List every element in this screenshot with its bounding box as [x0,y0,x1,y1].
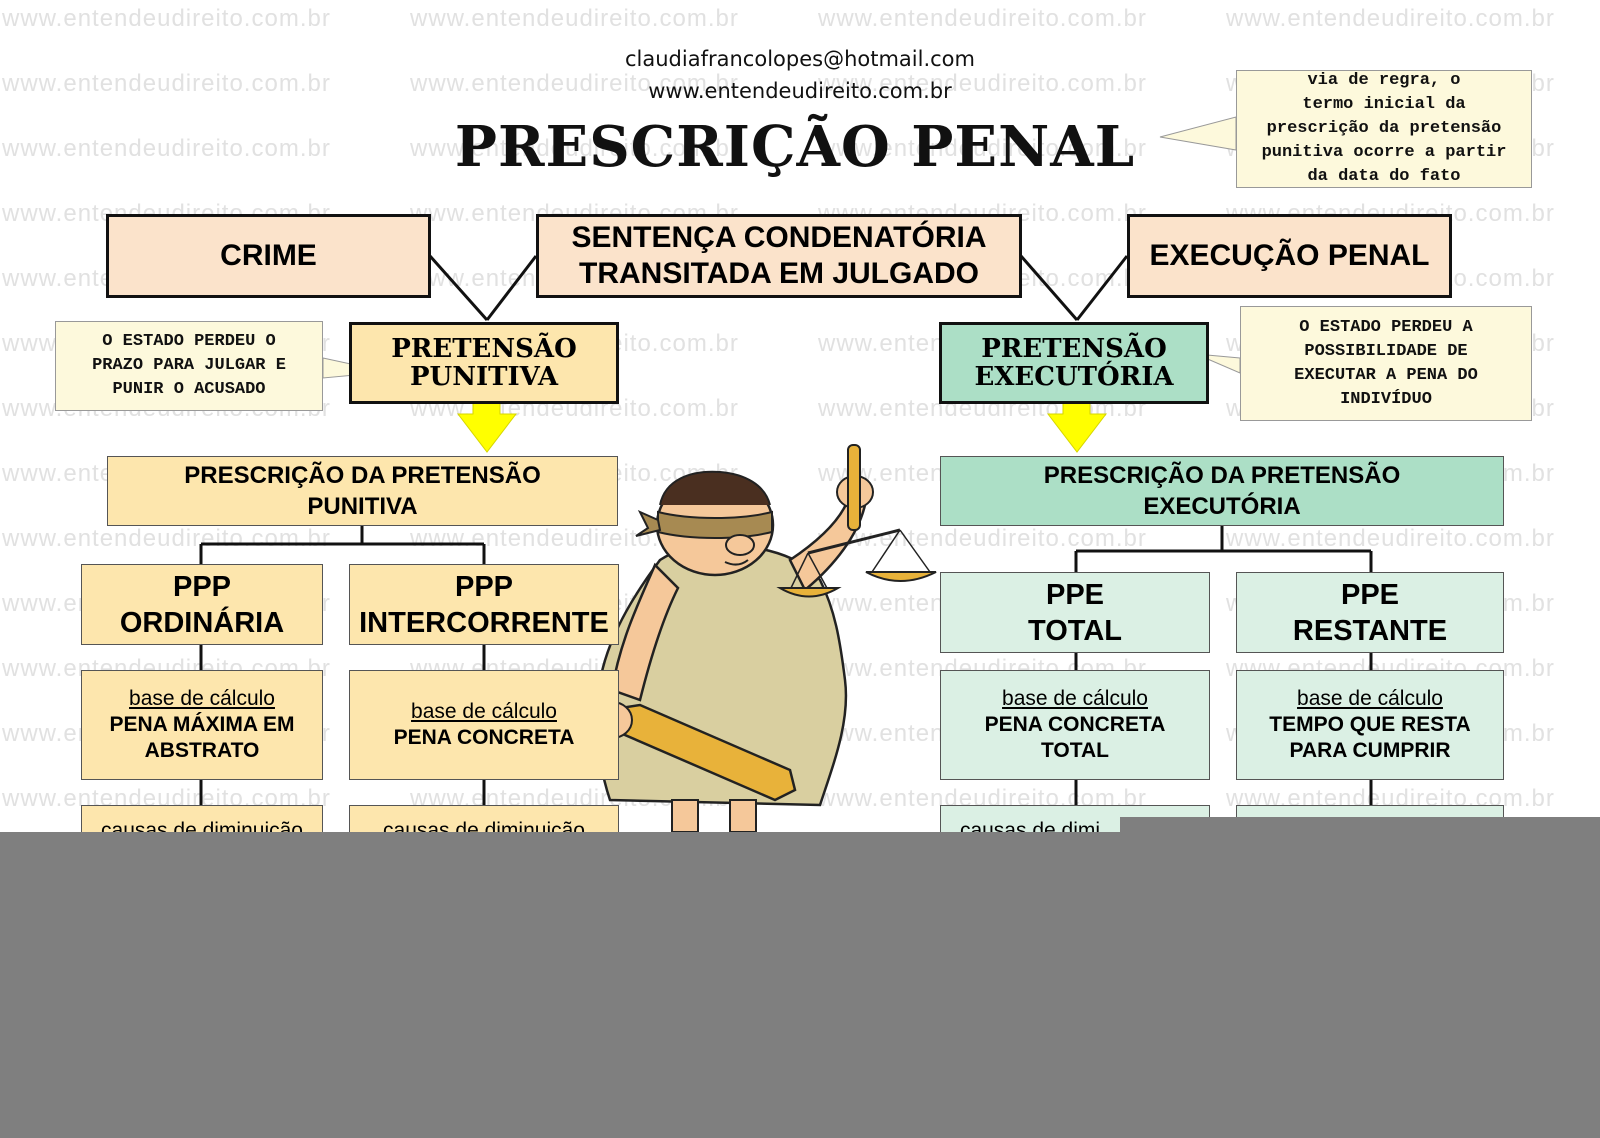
ppp-intercorrente-line-2: INTERCORRENTE [359,606,609,639]
watermark-text: www.entendeudireito.com.br [410,70,739,97]
note-executoria-line-2: POSSIBILIDADE DE [1304,341,1468,361]
box-execucao-label: EXECUÇÃO PENAL [1149,239,1430,272]
ppp-ordinaria-line-2: ORDINÁRIA [119,606,285,639]
diagram-lines [199,116,1373,832]
base-label-ordinaria: base de cálculo [129,687,275,710]
watermark-text: www.entendeudireito.com.br [2,5,331,32]
site-url: www.entendeudireito.com.br [648,79,952,103]
note-executoria-line-1: O ESTADO PERDEU A [1299,317,1473,337]
watermark-text: www.entendeudireito.com.br [410,5,739,32]
box-ppp-ordinaria: PPP ORDINÁRIA [81,564,323,645]
prescricao-executoria-line-2: EXECUTÓRIA [1143,493,1301,520]
pretensao-executoria-line-1: PRETENSÃO [981,334,1167,364]
base-value-ppe-total-line-1: PENA CONCRETA [984,713,1166,736]
connector-execucao-pretensao [1075,255,1129,321]
ppe-total-line-1: PPE [1045,578,1105,611]
watermark-text: www.entendeudireito.com.br [2,135,331,162]
note-punitiva: O ESTADO PERDEU O PRAZO PARA JULGAR E PUNI… [55,321,323,411]
base-label-intercorrente: base de cálculo [411,700,557,723]
watermark-text: www.entendeudireito.com.br [818,135,1147,162]
author-email: claudiafrancolopes@hotmail.com [625,47,975,71]
box-base-ppe-total: base de cálculo PENA CONCRETA TOTAL [940,670,1210,780]
box-base-ppp-ordinaria: base de cálculo PENA MÁXIMA EM ABSTRATO [81,670,323,780]
note-termo-inicial-line-2: termo inicial da [1302,95,1466,114]
ppe-restante-line-2: RESTANTE [1292,614,1448,647]
base-value-ordinaria-line-1: PENA MÁXIMA EM [109,713,295,736]
grey-overlay-bottom [0,832,1600,1138]
base-value-ppe-restante-line-1: TEMPO QUE RESTA [1269,713,1471,736]
connector-crime-pretensao [428,255,489,321]
watermark-text: www.entendeudireito.com.br [410,135,739,162]
note-termo-inicial: via de regra, o termo inicial da prescriçã… [1236,70,1532,188]
box-ppe-total: PPE TOTAL [940,572,1210,653]
box-causas-ordinaria: causas de diminuição [81,805,323,832]
justice-figure-illustration [577,444,937,832]
note-punitiva-line-2: PRAZO PARA JULGAR E [92,356,286,375]
base-value-ordinaria-line-2: ABSTRATO [144,739,260,762]
note-pointer-title [1159,116,1237,151]
watermark-text: www.entendeudireito.com.br [818,70,1147,97]
pretensao-executoria-line-2: EXECUTÓRIA [974,362,1174,392]
watermark-text: www.entendeudireito.com.br [818,5,1147,32]
base-value-ppe-total-line-2: TOTAL [1040,739,1110,762]
note-punitiva-line-3: PUNIR O ACUSADO [112,380,266,399]
base-label-ppe-restante: base de cálculo [1297,687,1443,710]
note-punitiva-line-1: O ESTADO PERDEU O [102,332,276,351]
pretensao-punitiva-line-2: PUNITIVA [410,362,558,392]
box-crime: CRIME [106,214,431,298]
watermark-text: www.entendeudireito.com.br [2,525,331,552]
ppe-restante-line-1: PPE [1340,578,1400,611]
note-executoria-line-3: EXECUTAR A PENA DO [1294,365,1478,385]
note-termo-inicial-line-3: prescrição da pretensão [1266,119,1502,138]
note-termo-inicial-line-4: punitiva ocorre a partir [1261,143,1507,162]
base-value-intercorrente-line-1: PENA CONCRETA [393,726,575,749]
connector-sentenca-pretensao-executoria [1019,255,1079,321]
watermark-text: www.entendeudireito.com.br [1226,5,1555,32]
grey-overlay-notch [1120,817,1600,833]
note-termo-inicial-line-1: via de regra, o [1307,71,1461,90]
box-ppp-intercorrente: PPP INTERCORRENTE [349,564,619,645]
note-executoria: O ESTADO PERDEU A POSSIBILIDADE DE EXECUTA… [1240,306,1532,421]
box-sentenca: SENTENÇA CONDENATÓRIA TRANSITADA EM JULG… [536,214,1022,298]
prescricao-punitiva-line-2: PUNITIVA [307,493,418,520]
box-base-ppp-intercorrente: base de cálculo PENA CONCRETA [349,670,619,780]
ppp-intercorrente-line-1: PPP [454,570,514,603]
note-punitiva-text: O ESTADO PERDEU O PRAZO PARA JULGAR E PUNI… [92,330,286,402]
base-value-ppe-restante-line-2: PARA CUMPRIR [1289,739,1451,762]
causas-ppe-total-label: causas de dimi [959,819,1101,832]
box-ppe-restante: PPE RESTANTE [1236,572,1504,653]
box-prescricao-executoria: PRESCRIÇÃO DA PRETENSÃO EXECUTÓRIA [940,456,1504,526]
ppe-total-line-2: TOTAL [1028,614,1122,647]
box-base-ppe-restante: base de cálculo TEMPO QUE RESTA PARA CUM… [1236,670,1504,780]
box-crime-label: CRIME [220,239,317,272]
watermark-text: www.entendeudireito.com.br [818,525,1147,552]
note-executoria-text: O ESTADO PERDEU A POSSIBILIDADE DE EXECUTA… [1294,316,1478,412]
prescricao-executoria-line-1: PRESCRIÇÃO DA PRETENSÃO [1043,462,1401,489]
box-sentenca-line-2: TRANSITADA EM JULGADO [579,257,979,290]
ppp-ordinaria-line-1: PPP [172,570,232,603]
watermark-text: www.entendeudireito.com.br [2,70,331,97]
note-termo-inicial-text: via de regra, o termo inicial da prescriçã… [1262,69,1507,189]
page-title: PRESCRIÇÃO PENAL [454,114,1136,180]
pretensao-punitiva-line-1: PRETENSÃO [391,334,577,364]
connector-sentenca-pretensao-punitiva [485,255,538,321]
box-prescricao-punitiva: PRESCRIÇÃO DA PRETENSÃO PUNITIVA [107,456,618,526]
box-sentenca-line-1: SENTENÇA CONDENATÓRIA [571,221,987,254]
prescricao-punitiva-line-1: PRESCRIÇÃO DA PRETENSÃO [184,462,541,489]
box-pretensao-executoria: PRETENSÃO EXECUTÓRIA [939,322,1209,404]
causas-ordinaria-label: causas de diminuição [101,819,303,832]
box-causas-intercorrente: causas de diminuição [349,805,619,832]
box-execucao: EXECUÇÃO PENAL [1127,214,1452,298]
note-termo-inicial-line-5: da data do fato [1307,167,1461,186]
base-label-ppe-total: base de cálculo [1002,687,1148,710]
causas-intercorrente-label: causas de diminuição [383,819,585,832]
box-pretensao-punitiva: PRETENSÃO PUNITIVA [349,322,619,404]
watermark-text: www.entendeudireito.com.br [1226,525,1555,552]
note-executoria-line-4: INDIVÍDUO [1340,389,1432,409]
